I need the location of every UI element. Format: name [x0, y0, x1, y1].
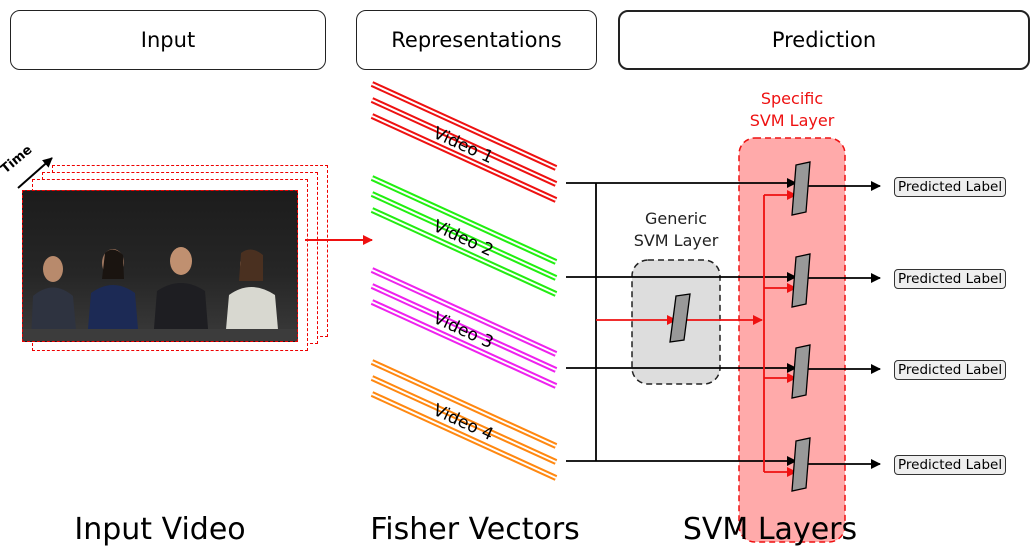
person-1: [31, 256, 77, 341]
caption-input-video: Input Video: [74, 512, 246, 547]
caption-svm-layers: SVM Layers: [682, 512, 858, 547]
specific-layer-title-2: SVM Layer: [750, 111, 835, 130]
predicted-label-3: Predicted Label: [894, 360, 1007, 380]
header-prediction: Prediction: [618, 10, 1030, 70]
bracket: [566, 182, 597, 462]
output-arrows: [808, 181, 881, 469]
generic-layer-title-1: Generic: [645, 209, 707, 228]
header-representations: Representations: [356, 10, 597, 70]
specific-svm-node-3: [791, 344, 811, 399]
generic-flow-arrows: [596, 190, 797, 477]
caption-fisher-vectors: Fisher Vectors: [370, 512, 580, 547]
person-3: [153, 247, 209, 341]
video-people-illustration: [23, 247, 297, 341]
input-video-frame: [22, 190, 298, 342]
header-prediction-label: Prediction: [771, 28, 877, 52]
specific-svm-layer-box: [738, 137, 846, 543]
person-2: [87, 249, 139, 341]
header-representations-label: Representations: [391, 28, 562, 52]
header-input: Input: [10, 10, 326, 70]
specific-svm-node-2: [791, 253, 811, 308]
predicted-label-2: Predicted Label: [894, 269, 1007, 289]
predicted-label-4: Predicted Label: [894, 455, 1007, 475]
specific-svm-node-1: [791, 161, 811, 216]
generic-layer-title-2: SVM Layer: [634, 231, 719, 250]
feature-arrows: [596, 178, 797, 466]
person-4: [225, 249, 279, 341]
time-arrow: [17, 157, 53, 189]
predicted-label-1: Predicted Label: [894, 177, 1007, 197]
specific-svm-node-4: [791, 437, 811, 492]
fisher-vector-highlights: [371, 83, 557, 479]
generic-svm-node: [669, 293, 691, 343]
specific-layer-title-1: Specific: [761, 89, 823, 108]
header-input-label: Input: [140, 28, 196, 52]
video-label-1: Video 1: [430, 123, 496, 168]
